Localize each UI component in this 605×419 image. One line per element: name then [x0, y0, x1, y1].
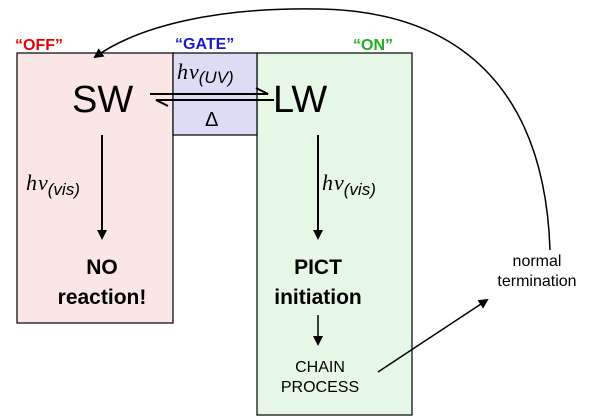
return-arc-arrow: [93, 8, 551, 251]
off-label: “OFF”: [15, 37, 63, 54]
lw-state: LW: [273, 79, 327, 121]
on-label: “ON”: [353, 37, 393, 54]
equilibrium-reverse-arrow: [155, 99, 274, 107]
sw-state: SW: [72, 79, 133, 121]
equilibrium-forward-arrow: [150, 87, 269, 95]
to-termination-arrow: [377, 298, 489, 373]
right-hv-label: hν(vis): [322, 170, 376, 199]
termination-line1: normal: [513, 253, 562, 270]
chain-line2: PROCESS: [281, 379, 359, 396]
no-reaction-line1: NO: [86, 256, 118, 279]
gate-label: “GATE”: [175, 36, 234, 53]
pict-line1: PICT: [294, 256, 342, 279]
chain-line1: CHAIN: [295, 359, 345, 376]
no-reaction-line2: reaction!: [58, 286, 147, 309]
left-hv-label: hν(vis): [26, 170, 80, 199]
termination-line2: termination: [497, 273, 576, 290]
pict-line2: initiation: [274, 286, 362, 309]
gate-reverse-label: Δ: [205, 109, 218, 131]
on-box: [256, 52, 413, 416]
gate-forward-label: hν(UV): [177, 59, 234, 87]
off-box: [16, 52, 174, 324]
